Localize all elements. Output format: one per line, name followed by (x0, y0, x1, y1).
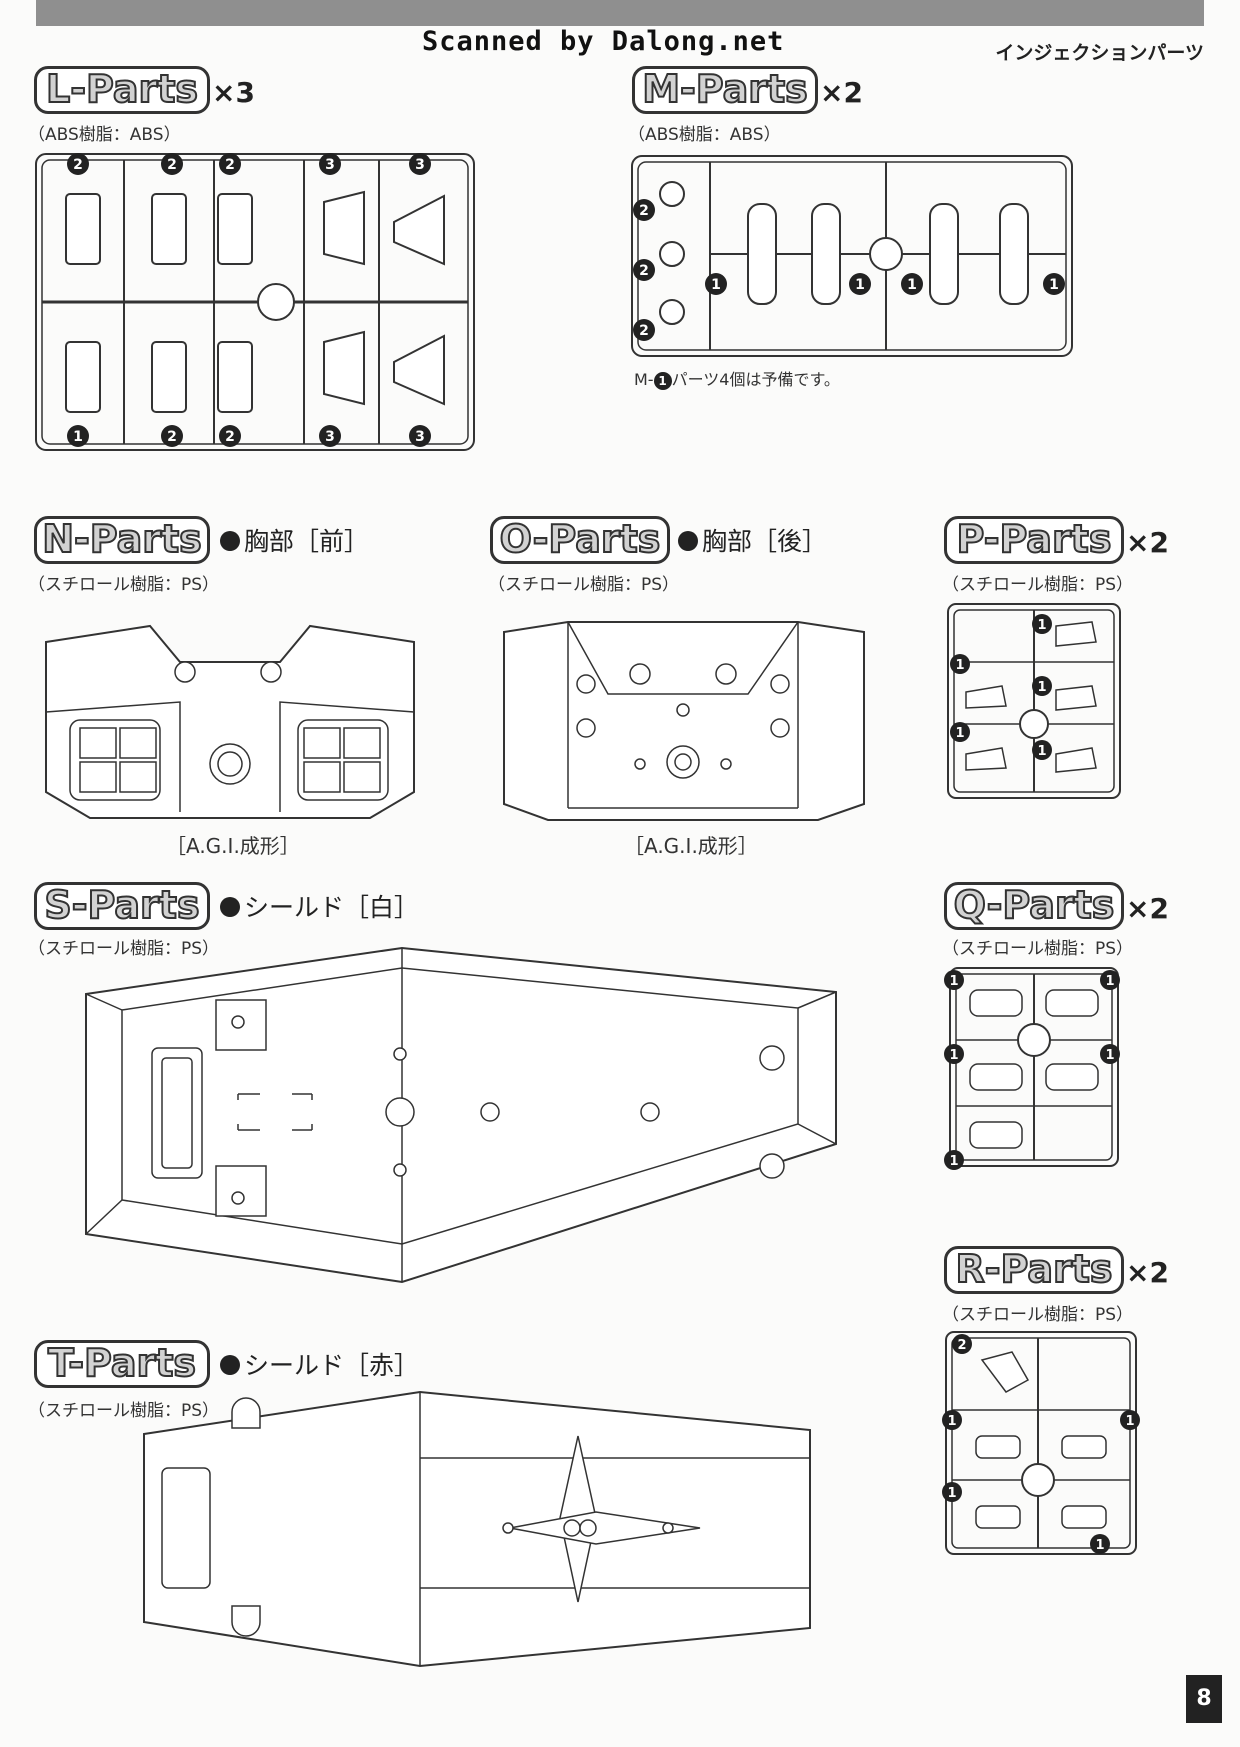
l-num-8: 2 (225, 429, 235, 445)
bullet-icon (220, 531, 240, 551)
l-num-9: 3 (325, 429, 335, 445)
s-parts-drawing (85, 946, 837, 1284)
l-num-3: 2 (225, 157, 235, 173)
m-num-3: 2 (639, 323, 649, 339)
n-parts-material: （スチロール樹脂：PS） (28, 575, 220, 595)
l-num-10: 3 (415, 429, 425, 445)
p-num-1: 1 (1037, 618, 1046, 633)
s-parts-material: （スチロール樹脂：PS） (28, 939, 220, 959)
q-num-4: 1 (1105, 1048, 1114, 1063)
m-parts-count: ×2 (820, 76, 863, 109)
page-number: 8 (1186, 1675, 1222, 1723)
q-num-3: 1 (949, 1048, 958, 1063)
s-parts-subtitle: シールド［白］ (220, 888, 419, 924)
t-parts-material: （スチロール樹脂：PS） (28, 1401, 220, 1421)
o-parts-subtitle: 胸部［後］ (678, 522, 827, 558)
n-parts-drawing (45, 624, 415, 819)
l-num-4: 3 (325, 157, 335, 173)
m-num-5: 1 (855, 277, 865, 293)
l-parts-material: （ABS樹脂：ABS） (28, 125, 181, 145)
q-num-5: 1 (949, 1154, 958, 1169)
p-parts-material: （スチロール樹脂：PS） (942, 575, 1134, 595)
t-parts-subtitle: シールド［赤］ (220, 1346, 419, 1382)
p-num-5: 1 (1037, 744, 1046, 759)
m-parts-runner: 2 2 2 1 1 1 1 (631, 155, 1073, 357)
q-parts-count: ×2 (1126, 892, 1169, 925)
o-parts-label: O-Parts (490, 516, 670, 564)
p-parts-label: P-Parts (944, 516, 1124, 564)
q-parts-material: （スチロール樹脂：PS） (942, 939, 1134, 959)
m-num-2: 2 (639, 263, 649, 279)
m-num-6: 1 (907, 277, 917, 293)
o-parts-drawing (503, 621, 865, 821)
l-num-5: 3 (415, 157, 425, 173)
n-parts-subtitle: 胸部［前］ (220, 522, 369, 558)
m-num-1: 2 (639, 203, 649, 219)
p-num-2: 1 (955, 658, 964, 673)
q-num-1: 1 (949, 974, 958, 989)
top-bar (36, 0, 1204, 26)
l-num-2: 2 (167, 157, 177, 173)
r-num-4: 1 (947, 1486, 956, 1501)
scanned-credit: Scanned by Dalong.net (422, 26, 785, 57)
m-note-prefix: M- (634, 370, 654, 389)
l-parts-runner: 2 2 2 3 3 1 2 2 3 3 (35, 153, 475, 451)
o-parts-material: （スチロール樹脂：PS） (488, 575, 680, 595)
m-note-number: 1 (653, 371, 672, 390)
n-parts-caption: ［A.G.I.成形］ (166, 834, 300, 858)
p-parts-runner: 1 1 1 1 1 (947, 603, 1121, 799)
bullet-icon (220, 1355, 240, 1375)
q-parts-label: Q-Parts (944, 882, 1124, 930)
s-parts-label: S-Parts (34, 882, 210, 930)
m-parts-material: （ABS樹脂：ABS） (628, 125, 781, 145)
bullet-icon (678, 531, 698, 551)
section-title: インジェクションパーツ (995, 42, 1204, 64)
r-num-3: 1 (1125, 1414, 1134, 1429)
r-num-5: 1 (1095, 1538, 1104, 1553)
l-parts-label: L-Parts (34, 66, 210, 114)
q-num-2: 1 (1105, 974, 1114, 989)
r-num-2: 1 (947, 1414, 956, 1429)
r-num-1: 2 (957, 1338, 966, 1353)
r-parts-material: （スチロール樹脂：PS） (942, 1305, 1134, 1325)
l-num-1: 2 (73, 157, 83, 173)
q-parts-runner: 1 1 1 1 1 (944, 967, 1120, 1170)
p-num-4: 1 (955, 726, 964, 741)
l-parts-count: ×3 (212, 76, 255, 109)
l-num-6: 1 (73, 429, 83, 445)
m-num-7: 1 (1049, 277, 1059, 293)
n-parts-label: N-Parts (34, 516, 210, 564)
l-num-7: 2 (167, 429, 177, 445)
t-parts-label: T-Parts (34, 1340, 210, 1388)
r-parts-runner: 2 1 1 1 1 (942, 1331, 1140, 1555)
m-parts-label: M-Parts (632, 66, 818, 114)
p-parts-count: ×2 (1126, 526, 1169, 559)
o-parts-caption: ［A.G.I.成形］ (624, 834, 758, 858)
m-num-4: 1 (711, 277, 721, 293)
p-num-3: 1 (1037, 680, 1046, 695)
t-parts-drawing (143, 1390, 811, 1668)
r-parts-label: R-Parts (944, 1246, 1124, 1294)
bullet-icon (220, 897, 240, 917)
m-note-text: パーツ4個は予備です。 (671, 370, 840, 389)
r-parts-count: ×2 (1126, 1256, 1169, 1289)
